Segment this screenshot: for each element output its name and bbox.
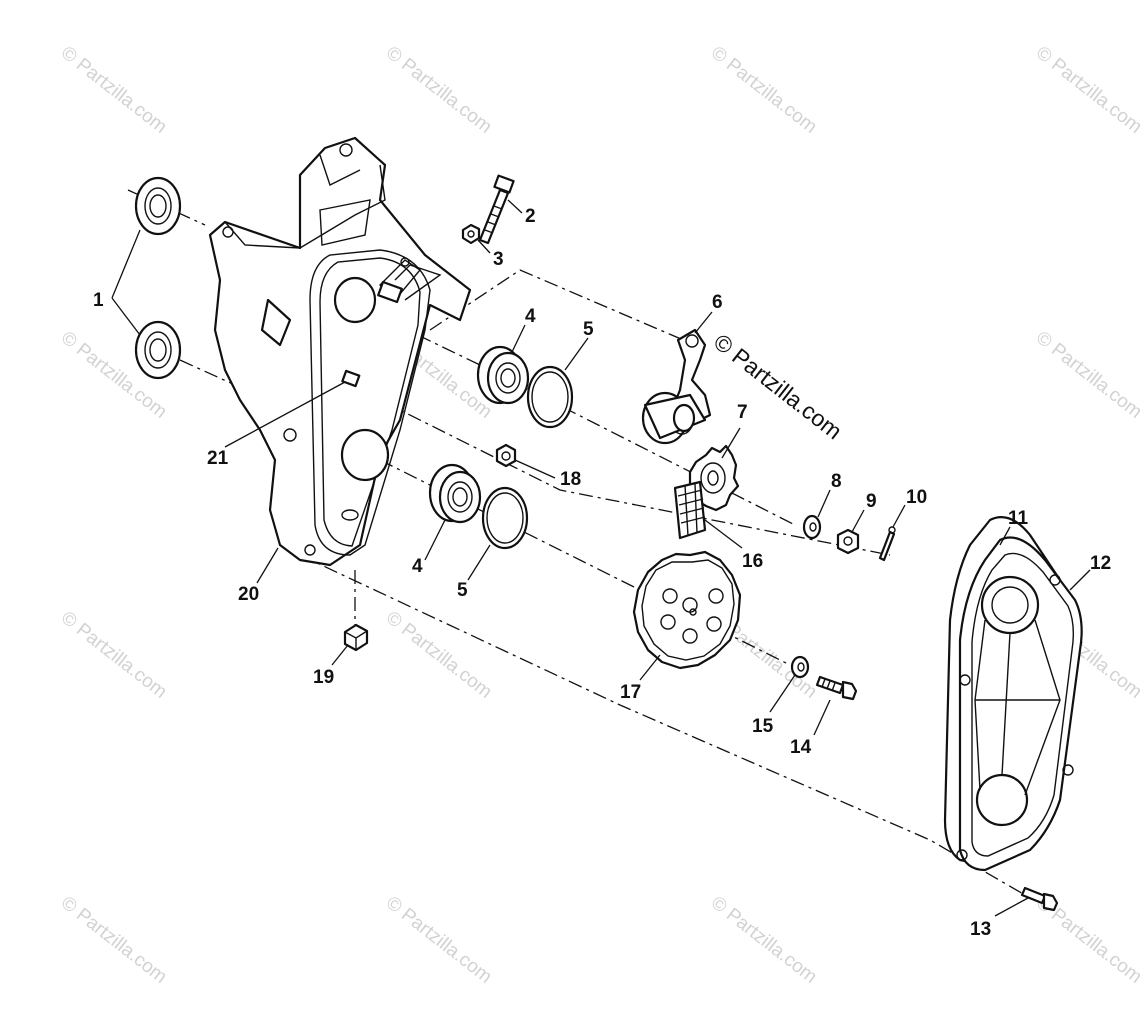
watermark: © Partzilla.com xyxy=(1032,327,1140,422)
callout-4-lower: 4 xyxy=(412,556,423,577)
watermark: © Partzilla.com xyxy=(382,892,496,987)
callout-11: 11 xyxy=(1008,508,1029,529)
adjuster-bolt xyxy=(478,174,515,245)
axis-line xyxy=(359,389,891,556)
set-screw xyxy=(341,369,361,388)
snap-ring-lower xyxy=(481,486,529,550)
tensioner-arm xyxy=(641,328,712,445)
watermark: © Partzilla.com xyxy=(1032,42,1140,137)
watermark: © Partzilla.com xyxy=(57,42,171,137)
jam-nut xyxy=(461,223,481,245)
bearing-lower xyxy=(428,463,482,524)
drain-plug xyxy=(343,623,369,652)
callout-9: 9 xyxy=(866,491,877,512)
drive-chain xyxy=(673,480,707,540)
axis-line xyxy=(299,554,1026,896)
watermark: © Partzilla.com xyxy=(57,607,171,702)
callout-5: 5 xyxy=(583,319,594,340)
cotter-pin xyxy=(878,526,896,562)
leader-lines xyxy=(111,199,1091,917)
callout-8: 8 xyxy=(831,471,842,492)
watermark: © Partzilla.com xyxy=(707,892,821,987)
chaincase-cover xyxy=(956,536,1083,872)
callout-5-lower: 5 xyxy=(457,580,468,601)
callout-21: 21 xyxy=(207,448,229,469)
brand-watermark: © Partzilla.com xyxy=(709,328,847,444)
callout-19: 19 xyxy=(313,667,334,688)
lower-sprocket xyxy=(632,550,742,670)
lock-nut xyxy=(836,528,860,555)
callout-labels: 1 2 3 4 5 6 7 8 9 10 11 12 13 14 15 16 1… xyxy=(93,206,1111,940)
oil-seal-upper xyxy=(134,176,182,236)
callout-14: 14 xyxy=(790,737,812,758)
callout-18: 18 xyxy=(560,469,581,490)
callout-20: 20 xyxy=(238,584,259,605)
hex-nut xyxy=(495,443,517,468)
bearing-upper xyxy=(476,345,530,405)
snap-ring-upper xyxy=(526,365,574,429)
flat-washer-upper xyxy=(802,514,822,540)
callout-1: 1 xyxy=(93,290,104,311)
sprocket-bolt xyxy=(815,675,858,701)
callout-10: 10 xyxy=(906,487,927,508)
watermark: © Partzilla.com xyxy=(382,607,496,702)
callout-4: 4 xyxy=(525,306,536,327)
watermark: © Partzilla.com xyxy=(57,892,171,987)
axis-line xyxy=(429,269,696,346)
flat-washer-lower xyxy=(790,655,810,679)
callout-13: 13 xyxy=(970,919,991,940)
callout-2: 2 xyxy=(525,206,536,227)
chaincase-housing xyxy=(208,136,472,567)
callout-12: 12 xyxy=(1090,553,1111,574)
callout-16: 16 xyxy=(742,551,763,572)
oil-seal-lower xyxy=(134,320,182,380)
callout-17: 17 xyxy=(620,682,641,703)
callout-6: 6 xyxy=(712,292,723,313)
callout-15: 15 xyxy=(752,716,774,737)
axis-line xyxy=(179,359,236,386)
callout-7: 7 xyxy=(737,402,748,423)
watermark: © Partzilla.com xyxy=(382,42,496,137)
watermark: © Partzilla.com xyxy=(707,42,821,137)
callout-3: 3 xyxy=(493,249,504,270)
cover-bolt xyxy=(1020,886,1059,912)
